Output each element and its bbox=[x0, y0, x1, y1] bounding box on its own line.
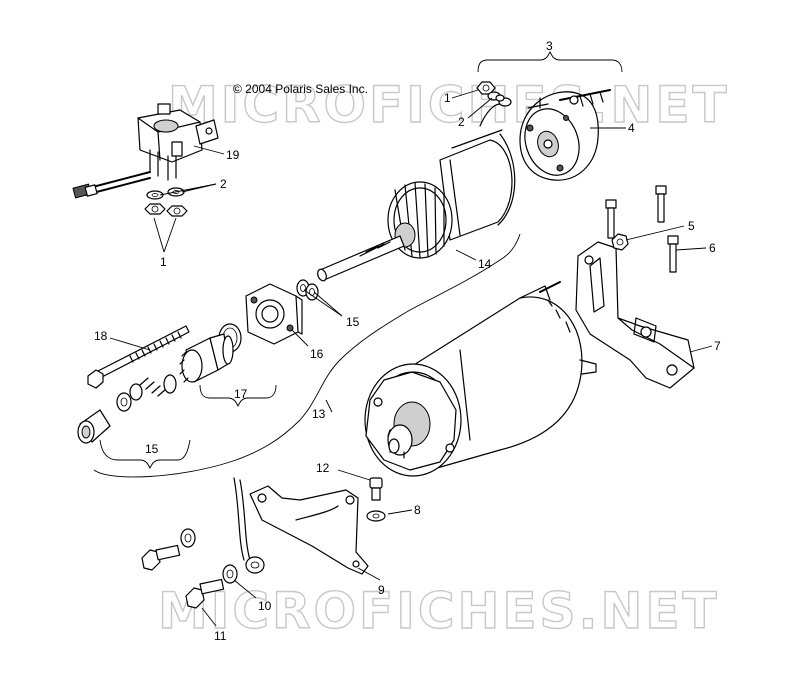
mount-screw-washer bbox=[366, 477, 386, 522]
callout-18: 18 bbox=[94, 329, 108, 343]
end-cap-part bbox=[519, 89, 611, 181]
callout-13: 13 bbox=[312, 407, 326, 421]
callout-2-solenoid: 2 bbox=[220, 177, 227, 191]
callout-12: 12 bbox=[316, 461, 330, 475]
callout-16: 16 bbox=[310, 347, 324, 361]
stop-collar bbox=[77, 409, 111, 444]
bracket-hardware bbox=[605, 185, 679, 273]
callout-10: 10 bbox=[258, 599, 272, 613]
solenoid-nuts-washers bbox=[144, 187, 188, 217]
callout-2-endcap: 2 bbox=[458, 115, 465, 129]
lower-hardware bbox=[141, 528, 238, 609]
callout-14: 14 bbox=[478, 257, 492, 271]
watermark-bottom: MICROFICHES.NET bbox=[158, 582, 720, 640]
callout-9: 9 bbox=[378, 583, 385, 597]
callout-labels: 1 2 3 4 19 2 1 5 6 14 15 18 16 17 7 13 1… bbox=[94, 39, 721, 643]
end-cap-nuts-washers bbox=[476, 81, 512, 127]
callout-4: 4 bbox=[628, 121, 635, 135]
copyright-notice: © 2004 Polaris Sales Inc. bbox=[233, 82, 368, 96]
callout-5: 5 bbox=[688, 219, 695, 233]
callout-1-endcap: 1 bbox=[444, 91, 451, 105]
callout-3: 3 bbox=[546, 39, 553, 53]
starter-motor-body bbox=[364, 281, 597, 477]
group-markers bbox=[93, 50, 623, 478]
callout-11: 11 bbox=[214, 629, 227, 643]
callout-1-solenoid: 1 bbox=[160, 255, 167, 269]
callout-17: 17 bbox=[234, 387, 248, 401]
drive-pinion-assembly bbox=[116, 333, 234, 412]
armature-part bbox=[317, 129, 516, 282]
callout-8: 8 bbox=[414, 503, 421, 517]
watermark-top: MICROFICHES.NET bbox=[168, 76, 730, 134]
callout-7: 7 bbox=[714, 339, 721, 353]
through-bolt bbox=[87, 325, 190, 389]
shaft-washers bbox=[296, 279, 319, 301]
callout-15-shaft: 15 bbox=[346, 315, 360, 329]
drive-end-plate bbox=[245, 283, 303, 345]
lower-bracket bbox=[233, 477, 369, 575]
callout-15-collar: 15 bbox=[145, 442, 159, 456]
callout-19: 19 bbox=[226, 148, 240, 162]
leader-lines bbox=[109, 89, 713, 627]
callout-6: 6 bbox=[709, 241, 716, 255]
solenoid-part bbox=[72, 103, 219, 199]
